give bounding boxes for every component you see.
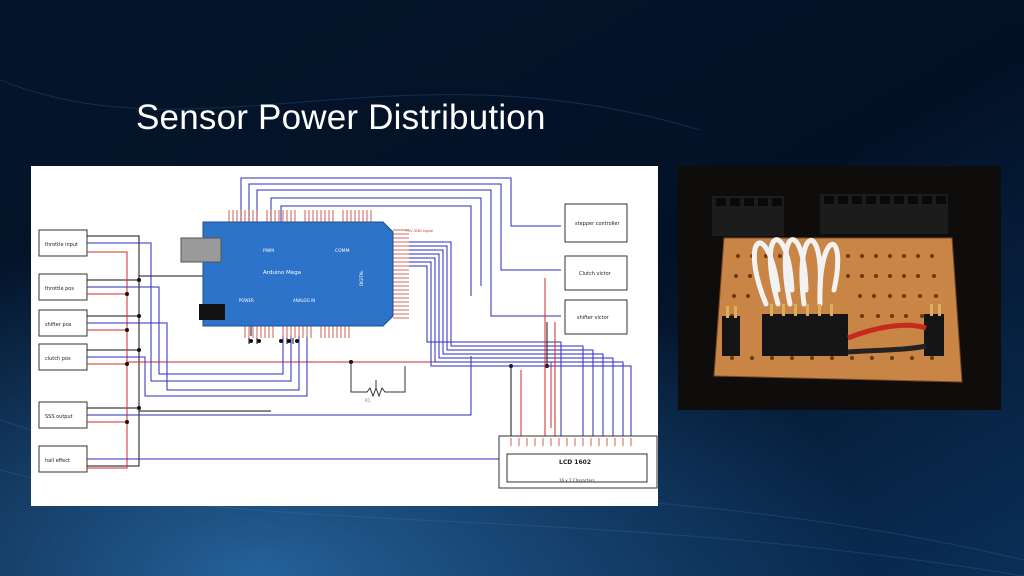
label-stepper-controller: stepper controller [575,221,621,227]
perfboard-illustration [678,166,1001,410]
label-sss-output: SSS output [45,414,73,420]
potentiometer [350,362,406,398]
board-pin-note: +5V GND signal [405,229,433,233]
wiring-schematic: throttle input throttle pos shifter pos … [31,166,658,506]
slide-title: Sensor Power Distribution [136,98,546,137]
board-digital-label: DIGITAL [359,270,364,286]
box-stepper-controller [564,203,628,243]
pot-label: R1 [365,398,371,403]
label-throttle-pos: throttle pos [45,286,74,292]
box-throttle-pos [38,273,88,301]
lcd-sub: 16 x 2 Characters [559,478,595,483]
board-pwm-label: PWM [263,248,274,254]
box-shifter-pos [38,309,88,337]
board-comm-label: COMM [335,248,350,254]
label-clutch-pos: clutch pos [45,356,71,362]
label-shifter-victor: shifter victor [577,315,610,321]
box-clutch-pos [38,343,88,371]
label-clutch-victor: Clutch victor [579,271,612,277]
box-clutch-victor [564,255,628,291]
lcd-name: LCD 1602 [559,459,591,466]
label-throttle-input: throttle input [45,242,78,248]
label-shifter-pos: shifter pos [45,322,72,328]
label-hall-effect: hall effect [45,458,70,464]
board-power-label: POWER [239,298,254,303]
lcd-1602: LCD 1602 16 x 2 Characters [498,435,658,489]
schematic-drawing: throttle input throttle pos shifter pos … [38,177,658,489]
box-sss-output [38,401,88,429]
box-shifter-victor [564,299,628,335]
perfboard-photo [678,166,1001,410]
box-hall-effect [38,445,88,473]
arduino-mega-board: PWM COMM Arduino Mega DIGITAL POWER ANAL… [180,210,433,338]
board-analog-label: ANALOG IN [293,298,315,303]
board-name: Arduino Mega [263,270,301,276]
